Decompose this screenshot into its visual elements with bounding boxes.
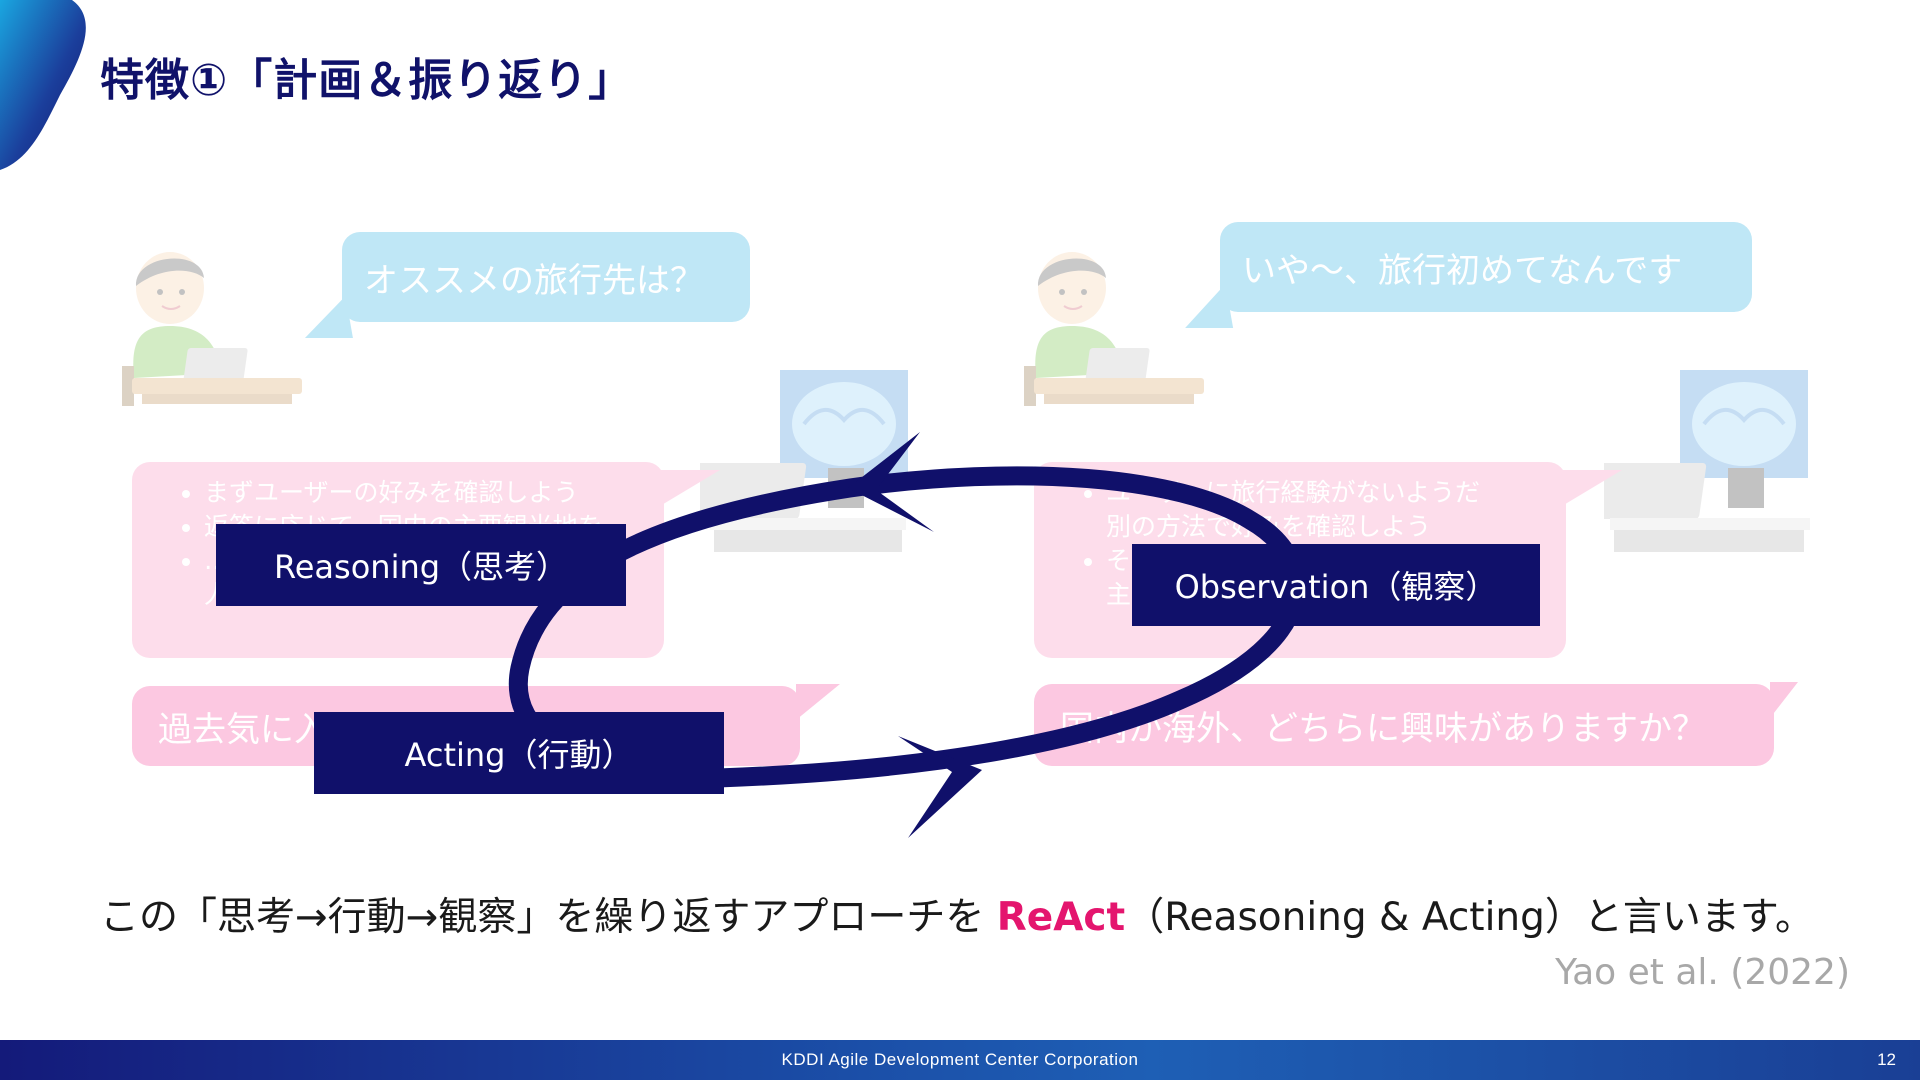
cycle-loop — [508, 466, 1306, 788]
react-term: ReAct — [996, 895, 1126, 940]
arrow-head-top-icon — [848, 432, 934, 532]
reasoning-label: Reasoning（思考） — [216, 524, 626, 606]
summary-suffix: （Reasoning & Acting）と言います。 — [1125, 895, 1814, 940]
person-with-laptop-icon — [1024, 252, 1204, 406]
page-number: 12 — [1877, 1050, 1896, 1069]
react-summary: この「思考→行動→観察」を繰り返すアプローチを ReAct（Reasoning … — [100, 886, 1814, 942]
summary-prefix: この「思考→行動→観察」を繰り返すアプローチを — [100, 895, 997, 940]
bubble-tail — [1562, 470, 1622, 506]
ai-brain-robot-icon — [1604, 370, 1810, 552]
reasoning-text: Reasoning（思考） — [273, 548, 569, 586]
observation-text: Observation（観察） — [1174, 568, 1498, 606]
bubble-tail — [796, 684, 840, 720]
user-reply-text: いや〜、旅行初めてなんです — [1242, 250, 1683, 291]
citation: Yao et al. (2022) — [1555, 952, 1850, 993]
bubble-tail — [1770, 682, 1798, 718]
ai-brain-robot-icon — [700, 370, 908, 552]
arrow-head-bottom-icon — [898, 736, 982, 838]
footer-bar: KDDI Agile Development Center Corporatio… — [0, 1040, 1920, 1080]
bubble-tail — [660, 470, 720, 506]
acting-label: Acting（行動） — [314, 712, 724, 794]
thought-item: まずユーザーの好みを確認しよう — [204, 476, 628, 510]
slide-title: 特徴①「計画＆振り返り」 — [100, 55, 634, 106]
user-question-text: オススメの旅行先は？ — [364, 260, 704, 301]
user-reply-bubble: いや〜、旅行初めてなんです — [1220, 222, 1752, 312]
footer-company: KDDI Agile Development Center Corporatio… — [781, 1050, 1139, 1069]
corner-wave-icon — [0, 0, 86, 170]
acting-text: Acting（行動） — [404, 736, 634, 774]
observation-label: Observation（観察） — [1132, 544, 1540, 626]
user-question-bubble: オススメの旅行先は？ — [342, 232, 750, 322]
person-with-laptop-icon — [122, 252, 302, 406]
